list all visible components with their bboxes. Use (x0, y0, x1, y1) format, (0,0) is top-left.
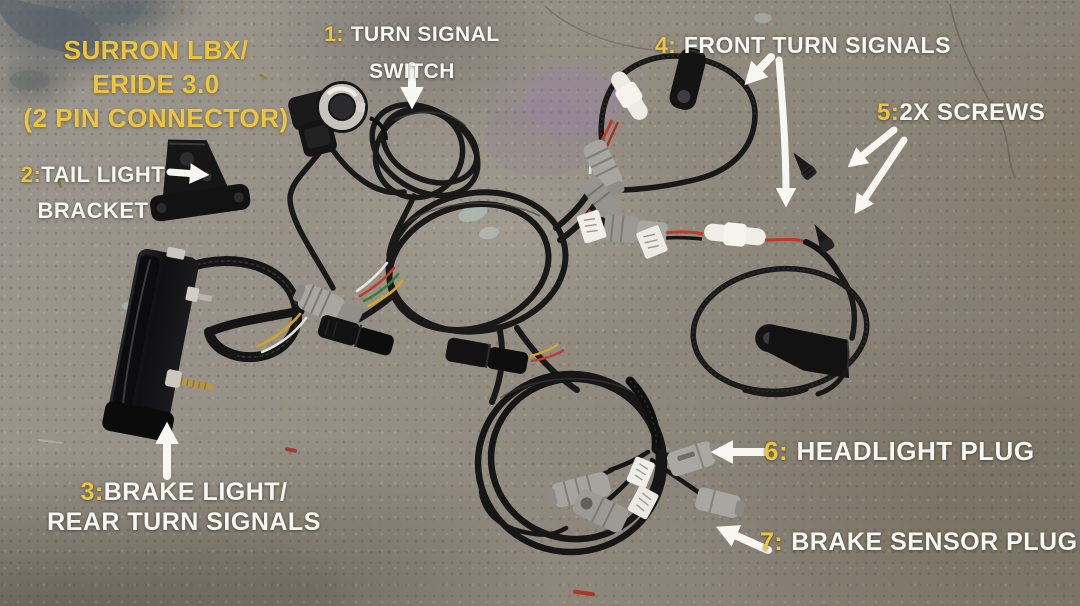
label-7-number: 7: (760, 528, 784, 556)
label-3-text: BRAKE LIGHT/ (103, 478, 288, 506)
arrow-tail-light-bracket (166, 163, 210, 184)
harness-black-connector-1 (317, 315, 394, 356)
label-6-text: HEADLIGHT PLUG (796, 436, 1035, 466)
headlight-brake-harness-photo (474, 370, 746, 556)
label-brake-light: 3:BRAKE LIGHT/ REAR TURN SIGNALS (33, 477, 335, 537)
label-5-text: 2X SCREWS (899, 99, 1046, 126)
headlight-plug (667, 441, 723, 477)
label-4-text: FRONT TURN SIGNALS (683, 32, 951, 58)
label-brake-sensor-plug: 7:BRAKE SENSOR PLUG (760, 528, 1078, 557)
main-harness-photo (256, 180, 603, 405)
arrow-brake-sensor-plug (715, 525, 772, 554)
floor-stains (0, 0, 1016, 597)
label-1-number: 1: (324, 23, 344, 46)
front-signal-grey-connector-2 (582, 176, 622, 220)
wire-label-tag-1 (576, 209, 607, 244)
screw-1-photo (793, 152, 817, 180)
label-1-text-2: SWITCH (369, 60, 455, 83)
inline-resistor-1 (611, 71, 648, 120)
mount-arm-coil-photo (690, 265, 870, 398)
screw-2-photo (814, 224, 835, 253)
kit-title-line-3: (2 PIN CONNECTOR) (23, 103, 289, 133)
arrow-front-turn-signals-long (775, 56, 797, 208)
label-2-text-2: BRACKET (37, 198, 149, 223)
brake-sensor-plug (695, 487, 746, 518)
label-1-text: TURN SIGNAL (350, 23, 500, 46)
label-headlight-plug: 6:HEADLIGHT PLUG (764, 436, 1035, 467)
label-turn-signal-switch: 1: TURN SIGNAL SWITCH (312, 16, 512, 90)
label-7-text: BRAKE SENSOR PLUG (791, 528, 1078, 556)
wire-label-tag-4 (627, 485, 659, 520)
label-4-number: 4: (655, 32, 677, 58)
arrow-screws-upper (847, 126, 898, 168)
label-3-number: 3: (80, 478, 104, 506)
kit-title-line-2: ERIDE 3.0 (92, 69, 220, 99)
wire-label-tag-2 (636, 225, 668, 259)
front-signal-bracket (669, 47, 707, 110)
wire-label-tag-3 (626, 456, 655, 489)
label-3-text-2: REAR TURN SIGNALS (47, 508, 321, 536)
harness-black-connector-2 (445, 337, 529, 374)
front-turn-signals-photo (576, 47, 841, 275)
spare-plug-b (572, 489, 629, 533)
kit-title-line-1: SURRON LBX/ (63, 35, 249, 65)
label-5-number: 5: (877, 99, 900, 126)
arrow-screws-lower (854, 136, 908, 215)
label-2-text: TAIL LIGHT (41, 162, 166, 187)
brake-light-photo (102, 247, 305, 442)
annotation-arrows (155, 53, 908, 554)
label-front-turn-signals: 4:FRONT TURN SIGNALS (655, 32, 951, 59)
inline-resistor-2 (704, 222, 766, 247)
label-screws: 5:2X SCREWS (877, 99, 1045, 127)
label-tail-light-bracket: 2:TAIL LIGHT BRACKET (17, 157, 169, 229)
label-6-number: 6: (764, 436, 789, 466)
label-2-number: 2: (20, 162, 42, 187)
kit-title: SURRON LBX/ ERIDE 3.0 (2 PIN CONNECTOR) (10, 33, 302, 135)
arrow-front-turn-signals-short (744, 53, 775, 86)
